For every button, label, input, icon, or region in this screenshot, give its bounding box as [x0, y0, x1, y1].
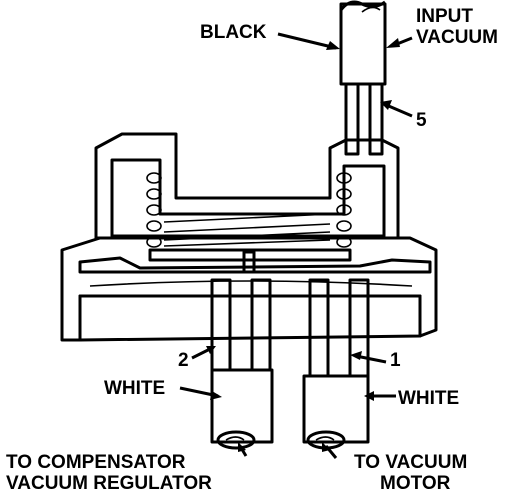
diaphragm: [78, 248, 432, 274]
leader-lines: [179, 32, 413, 459]
label-port-2: 2: [178, 350, 189, 371]
label-to-compensator-line2: VACUUM REGULATOR: [6, 473, 212, 494]
hose-left-white: [210, 368, 274, 450]
spring-coils: [163, 213, 331, 247]
outlet-tube-1: [308, 278, 370, 378]
label-to-vacuum-line2: MOTOR: [380, 473, 451, 494]
input-nipple: [344, 82, 384, 156]
label-input-line1: INPUT: [416, 6, 473, 27]
spring-left: [146, 172, 162, 248]
label-white-left: WHITE: [104, 378, 166, 399]
hose-right-white: [302, 374, 370, 450]
outlet-tube-2: [210, 278, 272, 372]
label-port-1: 1: [390, 350, 401, 371]
label-black: BLACK: [200, 22, 267, 43]
input-vacuum-hose: [339, 0, 387, 86]
label-to-compensator-line1: TO COMPENSATOR: [6, 452, 186, 473]
label-to-vacuum-line1: TO VACUUM: [354, 452, 468, 473]
label-white-right: WHITE: [398, 388, 460, 409]
label-port-5: 5: [416, 110, 427, 131]
upper-housing: [94, 132, 400, 240]
label-input-line2: VACUUM: [416, 27, 498, 48]
